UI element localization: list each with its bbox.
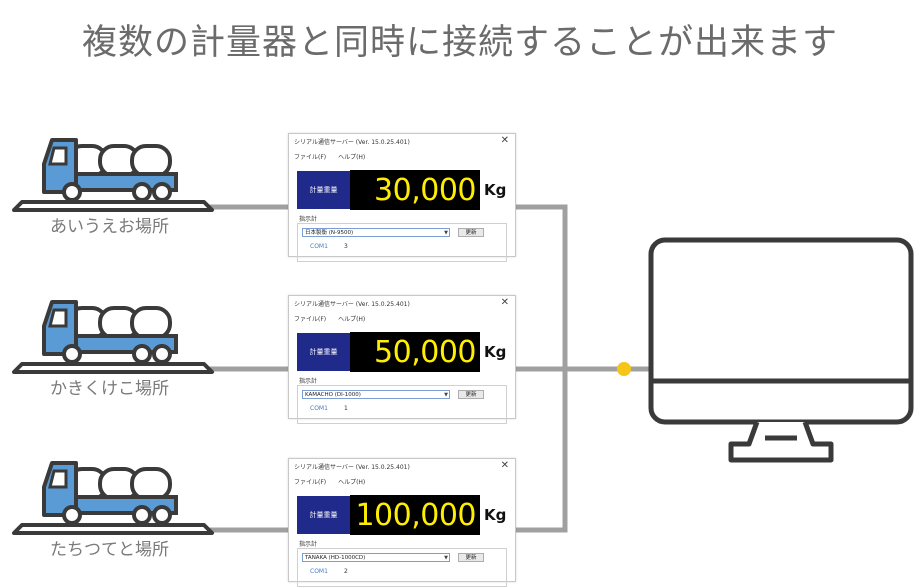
menu-help[interactable]: ヘルプ(H) bbox=[338, 316, 366, 323]
menu-bar: ファイル(F) ヘルプ(H) bbox=[289, 476, 515, 489]
serial-server-window: シリアル通信サーバー (Ver. 15.0.25.401) ✕ ファイル(F) … bbox=[288, 458, 516, 587]
indicator-selected: 日本製衡 (N-9500) bbox=[305, 230, 354, 236]
menu-file[interactable]: ファイル(F) bbox=[294, 479, 327, 486]
weight-value: 100,000 bbox=[350, 495, 480, 535]
indicator-selected: KAMACHO (DI-1000) bbox=[305, 392, 361, 398]
truck-icon bbox=[12, 300, 214, 374]
chevron-down-icon[interactable]: ▼ bbox=[444, 392, 448, 398]
menu-file[interactable]: ファイル(F) bbox=[294, 316, 327, 323]
weight-display: 計量重量 50,000 Kg bbox=[289, 326, 515, 374]
update-button[interactable]: 更新 bbox=[458, 390, 484, 399]
window-title: シリアル通信サーバー (Ver. 15.0.25.401) bbox=[294, 139, 410, 146]
weight-value: 50,000 bbox=[350, 332, 480, 372]
window-title: シリアル通信サーバー (Ver. 15.0.25.401) bbox=[294, 301, 410, 308]
window-title: シリアル通信サーバー (Ver. 15.0.25.401) bbox=[294, 464, 410, 471]
site-label: あいうえお場所 bbox=[50, 217, 169, 237]
indicator-select[interactable]: TANAKA (HD-1000CD) ▼ bbox=[302, 553, 450, 562]
indicator-select[interactable]: 日本製衡 (N-9500) ▼ bbox=[302, 228, 450, 237]
site-label: たちつてと場所 bbox=[50, 540, 169, 560]
update-button[interactable]: 更新 bbox=[458, 228, 484, 237]
menu-help[interactable]: ヘルプ(H) bbox=[338, 154, 366, 161]
truck-icon bbox=[12, 138, 214, 212]
indicator-label: 指示計 bbox=[299, 378, 318, 385]
chevron-down-icon[interactable]: ▼ bbox=[444, 230, 448, 236]
serial-server-window: シリアル通信サーバー (Ver. 15.0.25.401) ✕ ファイル(F) … bbox=[288, 295, 516, 424]
diagram-title: 複数の計量器と同時に接続することが出来ます bbox=[81, 23, 838, 63]
weight-display: 計量重量 100,000 Kg bbox=[289, 489, 515, 537]
com-port: COM1 bbox=[310, 568, 328, 575]
weight-label: 計量重量 bbox=[297, 171, 350, 209]
chevron-down-icon[interactable]: ▼ bbox=[444, 555, 448, 561]
indicator-label: 指示計 bbox=[299, 541, 318, 548]
close-icon[interactable]: ✕ bbox=[500, 297, 509, 308]
indicator-select[interactable]: KAMACHO (DI-1000) ▼ bbox=[302, 390, 450, 399]
truck-icon bbox=[12, 461, 214, 535]
update-button[interactable]: 更新 bbox=[458, 553, 484, 562]
site-label: かきくけこ場所 bbox=[50, 379, 169, 399]
indicator-group: 指示計 日本製衡 (N-9500) ▼ 更新 COM1 3 bbox=[297, 214, 507, 262]
indicator-group: 指示計 TANAKA (HD-1000CD) ▼ 更新 COM1 2 bbox=[297, 539, 507, 587]
close-icon[interactable]: ✕ bbox=[500, 135, 509, 146]
indicator-label: 指示計 bbox=[299, 216, 318, 223]
weight-unit: Kg bbox=[484, 181, 507, 199]
weight-label: 計量重量 bbox=[297, 333, 350, 371]
com-port: COM1 bbox=[310, 405, 328, 412]
weight-unit: Kg bbox=[484, 343, 507, 361]
menu-bar: ファイル(F) ヘルプ(H) bbox=[289, 151, 515, 164]
weight-label: 計量重量 bbox=[297, 496, 350, 534]
com-number: 3 bbox=[344, 243, 348, 250]
com-port: COM1 bbox=[310, 243, 328, 250]
close-icon[interactable]: ✕ bbox=[500, 460, 509, 471]
menu-bar: ファイル(F) ヘルプ(H) bbox=[289, 313, 515, 326]
com-number: 1 bbox=[344, 405, 348, 412]
weight-display: 計量重量 30,000 Kg bbox=[289, 164, 515, 212]
indicator-group: 指示計 KAMACHO (DI-1000) ▼ 更新 COM1 1 bbox=[297, 376, 507, 424]
weight-value: 30,000 bbox=[350, 170, 480, 210]
com-number: 2 bbox=[344, 568, 348, 575]
indicator-selected: TANAKA (HD-1000CD) bbox=[305, 555, 366, 561]
window-title-bar: シリアル通信サーバー (Ver. 15.0.25.401) ✕ bbox=[289, 296, 515, 313]
window-title-bar: シリアル通信サーバー (Ver. 15.0.25.401) ✕ bbox=[289, 459, 515, 476]
menu-file[interactable]: ファイル(F) bbox=[294, 154, 327, 161]
junction-dot bbox=[617, 362, 631, 376]
window-title-bar: シリアル通信サーバー (Ver. 15.0.25.401) ✕ bbox=[289, 134, 515, 151]
monitor-icon bbox=[648, 237, 914, 463]
serial-server-window: シリアル通信サーバー (Ver. 15.0.25.401) ✕ ファイル(F) … bbox=[288, 133, 516, 262]
menu-help[interactable]: ヘルプ(H) bbox=[338, 479, 366, 486]
weight-unit: Kg bbox=[484, 506, 507, 524]
